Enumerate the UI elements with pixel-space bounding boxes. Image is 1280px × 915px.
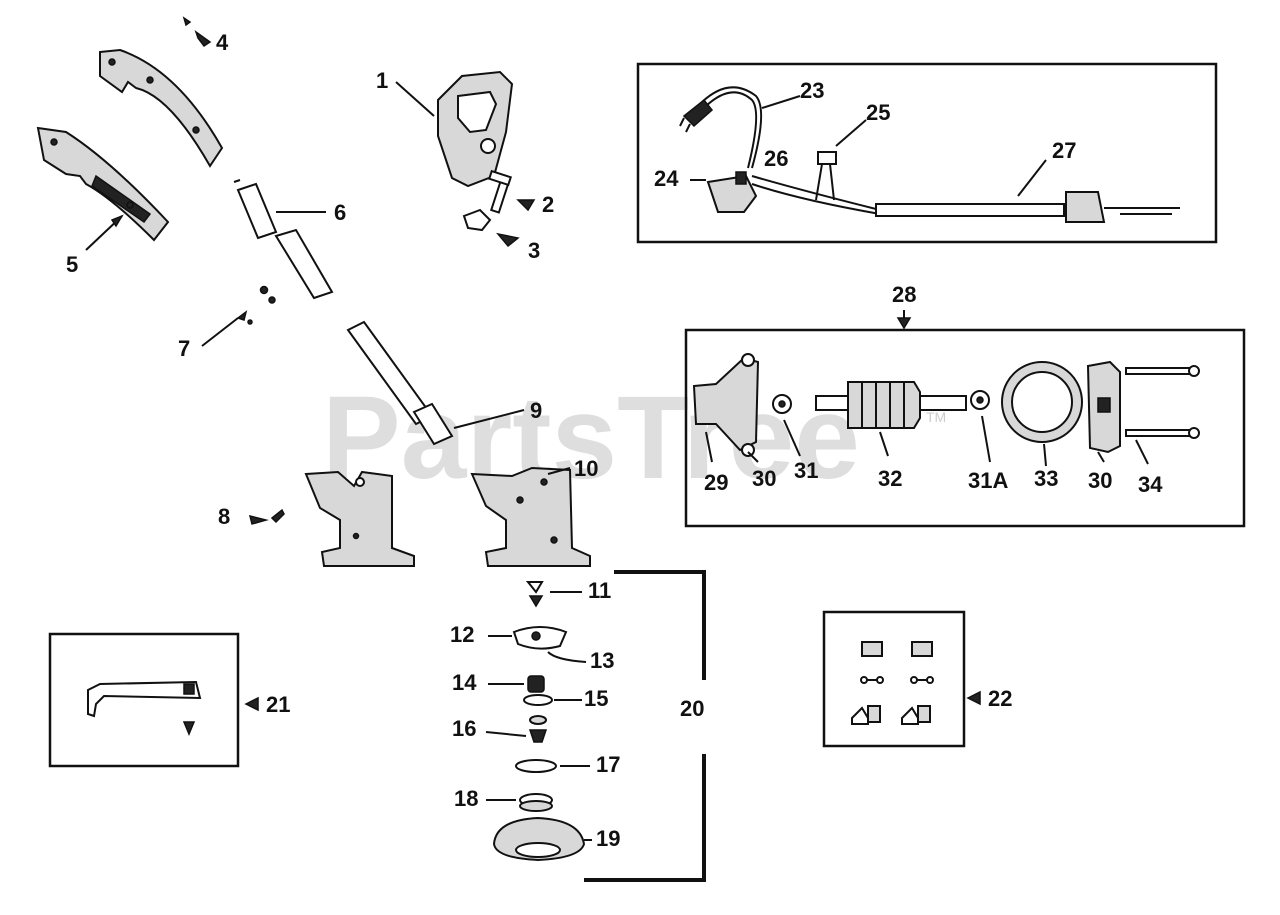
callout-10: 10 xyxy=(574,456,598,481)
part-8-housing[interactable] xyxy=(304,470,415,567)
leader-9 xyxy=(453,409,525,429)
callout-1: 1 xyxy=(376,68,388,93)
leader-30b xyxy=(1097,451,1105,463)
callout-4: 4 xyxy=(216,30,229,55)
bracket-20 xyxy=(584,570,706,882)
part-29-end-bracket[interactable] xyxy=(692,353,760,457)
leader-31 xyxy=(783,419,801,457)
callout-16: 16 xyxy=(452,716,476,741)
part-5-handle-half[interactable] xyxy=(36,126,170,242)
callout-3: 3 xyxy=(528,238,540,263)
callout-5: 5 xyxy=(66,252,78,277)
part-17-washer[interactable] xyxy=(515,759,557,773)
handle-half-upper[interactable] xyxy=(99,48,224,168)
part-22-brushes[interactable] xyxy=(851,641,934,725)
part-6-tube[interactable] xyxy=(233,179,334,300)
leader-32 xyxy=(879,431,889,457)
part-32-armature[interactable] xyxy=(815,381,967,429)
part-18-bearing[interactable] xyxy=(519,793,553,812)
part-2-bolt[interactable] xyxy=(487,169,536,214)
part-10-housing[interactable] xyxy=(470,466,591,567)
callout-23: 23 xyxy=(800,78,824,103)
leader-16 xyxy=(485,731,527,737)
callout-18: 18 xyxy=(454,786,478,811)
part-34-screws[interactable] xyxy=(1125,365,1200,439)
leader-33 xyxy=(1043,443,1047,467)
part-12-13-spool-cover[interactable] xyxy=(512,626,568,650)
callout-12: 12 xyxy=(450,622,474,647)
callout-30b: 30 xyxy=(1088,468,1112,493)
leader-29 xyxy=(705,431,713,463)
part-19-gear[interactable] xyxy=(492,816,586,862)
callout-32: 32 xyxy=(878,466,902,491)
callout-28: 28 xyxy=(892,282,916,307)
leader-1 xyxy=(395,81,435,117)
cord-assembly-box xyxy=(636,62,1218,244)
callout-30a: 30 xyxy=(752,466,776,491)
callout-8: 8 xyxy=(218,504,230,529)
callout-33: 33 xyxy=(1034,466,1058,491)
callout-6: 6 xyxy=(334,200,346,225)
part-23-cord[interactable] xyxy=(679,86,763,169)
callout-20: 20 xyxy=(680,696,704,721)
arrow-22 xyxy=(966,690,981,706)
callout-17: 17 xyxy=(596,752,620,777)
part-14-nut[interactable] xyxy=(527,675,545,693)
callout-31: 31 xyxy=(794,458,818,483)
part-24-switch[interactable] xyxy=(706,171,758,213)
part-25-connector[interactable] xyxy=(815,151,837,201)
callout-21: 21 xyxy=(266,692,290,717)
callout-19: 19 xyxy=(596,826,620,851)
callout-7: 7 xyxy=(178,336,190,361)
callout-11: 11 xyxy=(588,578,611,603)
callout-14: 14 xyxy=(452,670,477,695)
callout-2: 2 xyxy=(542,192,554,217)
callout-26: 26 xyxy=(764,146,788,171)
callout-25: 25 xyxy=(866,100,890,125)
callout-29: 29 xyxy=(704,470,728,495)
part-21-lever[interactable] xyxy=(87,680,202,736)
part-33-field-ring[interactable] xyxy=(1001,361,1083,443)
part-8-screw[interactable] xyxy=(248,508,285,525)
motor-assembly-box xyxy=(684,328,1246,528)
kit-22-box xyxy=(822,610,966,748)
callout-27: 27 xyxy=(1052,138,1076,163)
part-31a-washer[interactable] xyxy=(970,390,990,410)
leader-27 xyxy=(1017,159,1047,197)
part-4-screw[interactable] xyxy=(182,16,212,48)
callout-31a: 31A xyxy=(968,468,1008,493)
part-16-shaft[interactable] xyxy=(528,729,548,743)
part-11-spring[interactable] xyxy=(525,581,544,608)
part-15-washer[interactable] xyxy=(523,694,553,725)
part-30-brush-holder[interactable] xyxy=(1086,360,1121,454)
callout-9: 9 xyxy=(530,398,542,423)
leader-23 xyxy=(761,95,801,109)
watermark-trademark: TM xyxy=(926,409,946,425)
callout-34: 34 xyxy=(1138,472,1163,497)
leader-31a xyxy=(981,415,991,463)
part-7-fasteners[interactable] xyxy=(236,285,276,325)
leader-10 xyxy=(547,467,571,475)
part-9-lower-tube[interactable] xyxy=(346,320,454,446)
callout-15: 15 xyxy=(584,686,608,711)
part-27-cord-tube[interactable] xyxy=(875,191,1180,223)
leader-25 xyxy=(835,119,867,147)
callout-24: 24 xyxy=(654,166,679,191)
callout-13: 13 xyxy=(590,648,614,673)
leader-7 xyxy=(201,317,239,347)
leader-13 xyxy=(547,651,587,663)
part-31-washer[interactable] xyxy=(772,394,792,414)
part-1-handle-grip[interactable] xyxy=(437,70,514,188)
kit-21-box xyxy=(48,632,240,768)
callout-22: 22 xyxy=(988,686,1012,711)
part-3-clip[interactable] xyxy=(462,208,520,248)
leader-30a xyxy=(747,451,759,463)
part-26-wires[interactable] xyxy=(751,175,881,215)
leader-34 xyxy=(1135,439,1149,465)
